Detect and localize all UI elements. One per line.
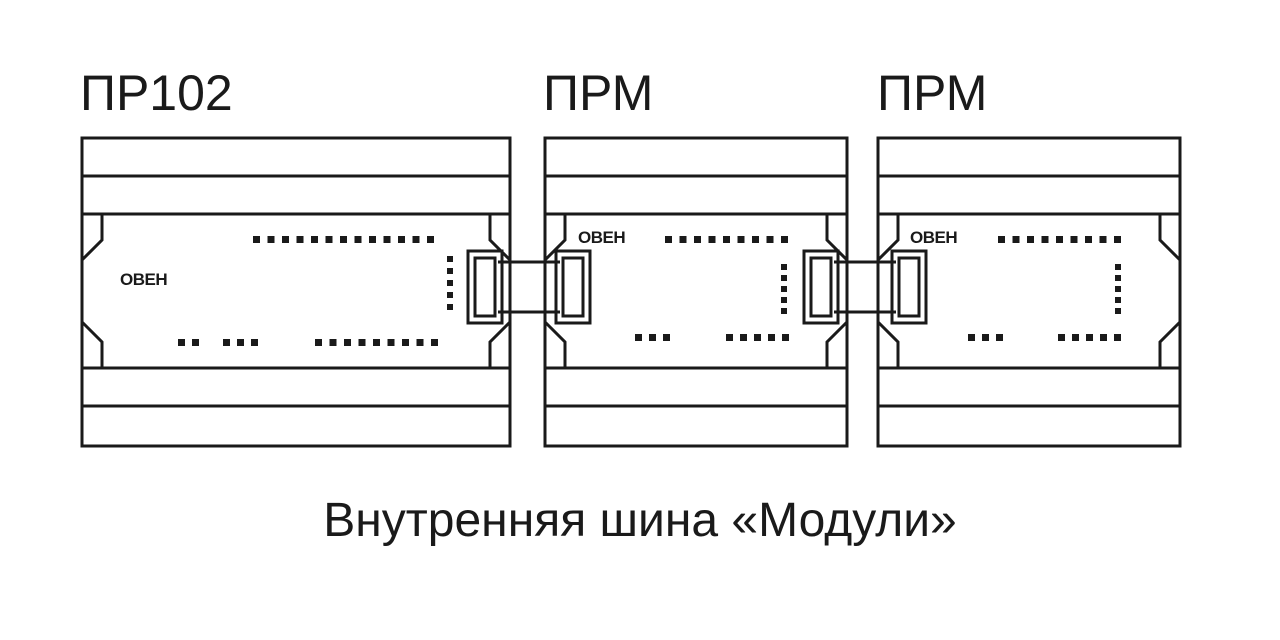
terminal-dot [754, 334, 761, 341]
terminal-dot [340, 236, 347, 243]
terminal-dot [358, 339, 366, 346]
terminal-dot [968, 334, 975, 341]
terminal-dot [447, 280, 453, 286]
terminal-dot [726, 334, 733, 341]
terminal-dot [447, 268, 453, 274]
logo-oven-main: ОВЕН [120, 270, 167, 289]
terminal-dot [1086, 334, 1093, 341]
terminal-dot [311, 236, 318, 243]
terminal-dot [329, 339, 337, 346]
terminal-dot [781, 297, 787, 303]
terminal-dot [781, 264, 787, 270]
terminal-dot [781, 286, 787, 292]
module-prm-2-housing [876, 136, 1182, 448]
terminal-dot [369, 236, 376, 243]
terminal-dot [223, 339, 230, 346]
terminal-dot [1027, 236, 1034, 243]
terminal-dot [315, 339, 322, 346]
terminal-dot [447, 292, 453, 298]
terminal-dot [1114, 334, 1121, 341]
terminal-dot [1115, 308, 1121, 314]
logo-oven-prm-2: ОВЕН [910, 228, 957, 247]
terminal-dot [649, 334, 656, 341]
terminal-dot [635, 334, 642, 341]
terminal-dot [781, 308, 787, 314]
bus-connector-1 [466, 249, 592, 325]
terminal-dot [768, 334, 775, 341]
terminal-dot [679, 236, 687, 243]
terminal-dot [1012, 236, 1020, 243]
terminal-dot [1115, 286, 1121, 292]
terminal-dot [402, 339, 409, 346]
terminal-dot [354, 236, 362, 243]
terminal-dot [737, 236, 745, 243]
terminal-dot [752, 236, 759, 243]
terminal-dot [1070, 236, 1078, 243]
terminal-dot [1085, 236, 1092, 243]
terminal-dot [723, 236, 730, 243]
terminal-dot [663, 334, 670, 341]
terminal-dot [416, 339, 424, 346]
terminal-dot [665, 236, 672, 243]
terminal-dot [1115, 297, 1121, 303]
terminal-dot [267, 236, 275, 243]
terminal-dot [447, 304, 453, 310]
terminal-dot [447, 256, 453, 262]
terminal-dot [1056, 236, 1063, 243]
module-label-pr102: ПР102 [80, 65, 233, 121]
terminal-dot [1058, 334, 1065, 341]
terminal-dot [373, 339, 380, 346]
bus-connector-2 [802, 249, 928, 325]
terminal-dot [781, 236, 788, 243]
logo-oven-prm-1: ОВЕН [578, 228, 625, 247]
terminal-dot [398, 236, 405, 243]
terminal-dot [344, 339, 351, 346]
module-prm-2 [876, 136, 1182, 448]
terminal-dot [781, 275, 787, 281]
module-pr102-housing [80, 136, 512, 448]
terminal-dot [178, 339, 185, 346]
module-pr102 [80, 136, 512, 448]
terminal-dot [431, 339, 438, 346]
terminal-dot [237, 339, 244, 346]
terminal-dot [1072, 334, 1079, 341]
terminal-dot [1115, 275, 1121, 281]
terminal-dot [1115, 264, 1121, 270]
terminal-dot [708, 236, 716, 243]
terminal-dot [427, 236, 434, 243]
terminal-dot [383, 236, 391, 243]
terminal-dot [694, 236, 701, 243]
terminal-dot [996, 334, 1003, 341]
terminal-dot [1100, 334, 1107, 341]
terminal-dot [982, 334, 989, 341]
terminal-dot [740, 334, 747, 341]
terminal-dot [1041, 236, 1049, 243]
module-label-prm-1: ПРМ [543, 65, 654, 121]
terminal-dot [782, 334, 789, 341]
terminal-dot [296, 236, 304, 243]
terminal-dot [998, 236, 1005, 243]
terminal-dot [387, 339, 395, 346]
module-prm-1-housing [543, 136, 849, 448]
terminal-dot [251, 339, 258, 346]
bus-caption: Внутренняя шина «Модули» [323, 494, 957, 547]
terminal-dot [253, 236, 260, 243]
terminal-dot [325, 236, 333, 243]
terminal-dot [766, 236, 774, 243]
terminal-dot [282, 236, 289, 243]
terminal-dot [1099, 236, 1107, 243]
terminal-dots [178, 236, 1121, 346]
module-label-prm-2: ПРМ [877, 65, 988, 121]
terminal-dot [412, 236, 420, 243]
terminal-dot [1114, 236, 1121, 243]
terminal-dot [192, 339, 199, 346]
